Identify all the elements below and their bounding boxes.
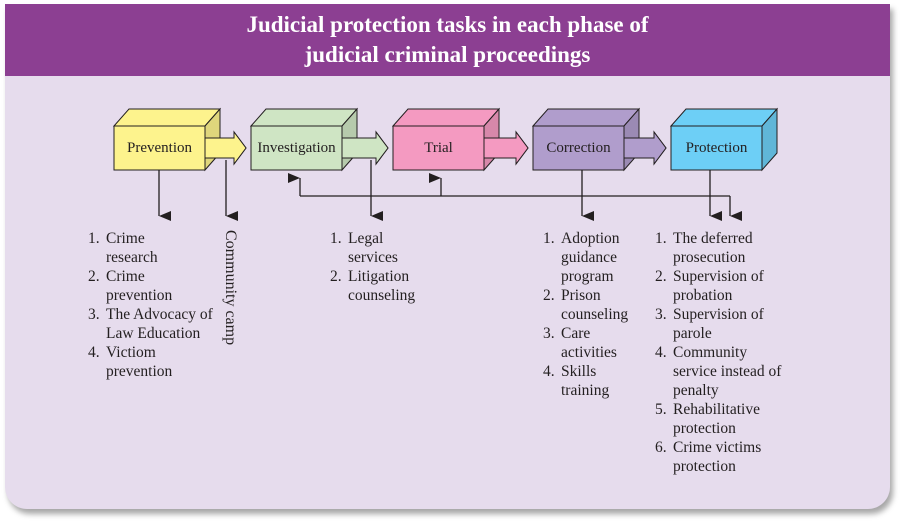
phase-box-prevention: Prevention <box>112 107 247 172</box>
item-number: 2. <box>330 268 342 285</box>
item-text-line: Crime <box>106 230 145 247</box>
box-top-face <box>669 108 779 127</box>
flow-arrow-head <box>624 130 667 166</box>
item-text-line: protection <box>673 458 736 475</box>
item-text-line: Rehabilitative <box>673 401 760 418</box>
item-text-line: services <box>348 249 398 266</box>
item-number: 2. <box>543 287 555 304</box>
list-item: 4. Community service instead of penalty <box>655 343 781 400</box>
item-text-line: Victiom <box>106 344 156 361</box>
item-text-line: Supervision of <box>673 268 764 285</box>
item-text-line: program <box>561 268 614 285</box>
title-line-1: Judicial protection tasks in each phase … <box>246 12 649 37</box>
item-number: 3. <box>543 325 555 342</box>
item-text-line: Litigation <box>348 268 410 285</box>
item-text-line: activities <box>561 344 617 361</box>
item-text-line: Crime victims <box>673 439 762 456</box>
item-text-line: The deferred <box>673 230 753 247</box>
item-text-line: penalty <box>673 382 719 399</box>
item-number: 3. <box>655 306 667 323</box>
item-text-line: Legal <box>348 230 384 247</box>
item-text-line: Crime <box>106 268 145 285</box>
box-front-face <box>113 125 206 171</box>
phase-box-correction: Correction <box>531 107 667 172</box>
item-text-line: prosecution <box>673 249 746 266</box>
box-top-face <box>249 108 359 127</box>
item-number: 6. <box>655 439 667 456</box>
list-item: 6. Crime victims protection <box>655 438 781 476</box>
item-text-line: training <box>561 382 610 399</box>
list-item: 4. Victiom prevention <box>88 343 213 381</box>
item-number: 1. <box>543 230 555 247</box>
phase-label-trial: Trial <box>424 140 453 156</box>
item-text-line: Prison <box>561 287 601 304</box>
title-banner: Judicial protection tasks in each phase … <box>5 4 890 76</box>
item-number: 1. <box>655 230 667 247</box>
item-text-line: Law Education <box>106 325 201 342</box>
item-text-line: counseling <box>561 306 629 323</box>
box-front-face <box>532 125 625 171</box>
list-item: 1. Crime research <box>88 229 213 267</box>
phase-box-investigation: Investigation <box>249 107 389 172</box>
list-item: 2. Litigation counseling <box>330 267 415 305</box>
protection-task-list: 1. The deferred prosecution 2. Supervision o… <box>655 229 781 476</box>
flow-arrow-head <box>205 130 247 166</box>
flow-arrow-head <box>484 130 529 166</box>
community-camp-label: Community camp <box>222 230 239 346</box>
item-text-line: guidance <box>561 249 617 266</box>
item-text-line: prevention <box>106 363 173 380</box>
item-text-line: prevention <box>106 287 173 304</box>
phase-box-trial: Trial <box>391 107 529 172</box>
box-front-face <box>250 125 343 171</box>
item-number: 5. <box>655 401 667 418</box>
flow-arrow-head <box>342 130 389 166</box>
correction-task-list: 1. Adoption guidance program 2. Prison counsel… <box>543 229 628 400</box>
item-number: 4. <box>88 344 100 361</box>
item-number: 4. <box>655 344 667 361</box>
list-item: 2. Supervision of probation <box>655 267 781 305</box>
investigation-task-list: 1. Legal services 2. Litigation counseling <box>330 229 415 305</box>
item-number: 1. <box>88 230 100 247</box>
list-item: 2. Crime prevention <box>88 267 213 305</box>
list-item: 1. Legal services <box>330 229 415 267</box>
item-text-line: Adoption <box>561 230 620 247</box>
item-text-line: service instead of <box>673 363 782 380</box>
item-text-line: research <box>106 249 158 266</box>
item-text-line: Supervision of <box>673 306 764 323</box>
box-top-face <box>112 108 222 127</box>
phase-box-protection: Protection <box>669 107 779 172</box>
list-item: 3. Care activities <box>543 324 628 362</box>
prevention-task-list: 1. Crime research 2. Crime prevention 3. The Ad… <box>88 229 213 381</box>
item-text-line: protection <box>673 420 736 437</box>
item-text-line: Community <box>673 344 748 361</box>
item-text-line: Skills <box>561 363 597 380</box>
title-line-2: judicial criminal proceedings <box>304 42 591 67</box>
item-number: 1. <box>330 230 342 247</box>
item-text-line: counseling <box>348 287 416 304</box>
box-top-face <box>391 108 501 127</box>
item-text-line: The Advocacy of <box>106 306 213 323</box>
list-item: 1. Adoption guidance program <box>543 229 628 286</box>
item-number: 2. <box>655 268 667 285</box>
box-front-face <box>392 125 485 171</box>
list-item: 3. The Advocacy of Law Education <box>88 305 213 343</box>
item-text-line: Care <box>561 325 591 342</box>
phase-label-investigation: Investigation <box>257 140 336 156</box>
phase-label-prevention: Prevention <box>127 140 192 156</box>
list-item: 1. The deferred prosecution <box>655 229 781 267</box>
box-top-face <box>531 108 641 127</box>
list-item: 4. Skills training <box>543 362 628 400</box>
list-item: 3. Supervision of parole <box>655 305 781 343</box>
diagram-panel: Judicial protection tasks in each phase … <box>5 4 890 509</box>
item-text-line: parole <box>673 325 712 342</box>
item-number: 4. <box>543 363 555 380</box>
box-front-face <box>670 125 763 171</box>
phase-label-correction: Correction <box>546 140 611 156</box>
list-item: 2. Prison counseling <box>543 286 628 324</box>
item-number: 2. <box>88 268 100 285</box>
item-number: 3. <box>88 306 100 323</box>
phase-label-protection: Protection <box>686 140 748 156</box>
list-item: 5. Rehabilitative protection <box>655 400 781 438</box>
item-text-line: probation <box>673 287 733 304</box>
